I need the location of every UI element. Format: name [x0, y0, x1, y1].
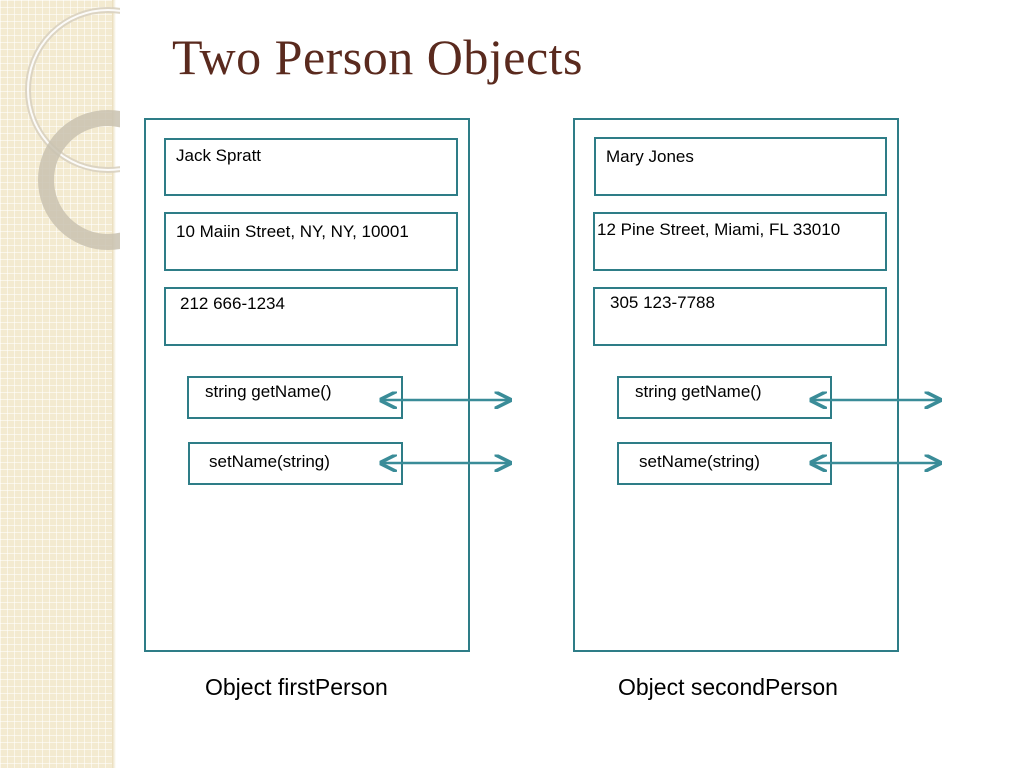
- field-name: Mary Jones: [594, 137, 887, 196]
- field-phone: 305 123-7788: [593, 287, 887, 346]
- object-caption: Object secondPerson: [618, 674, 838, 700]
- field-phone: 212 666-1234: [164, 287, 458, 346]
- method-set-name: setName(string): [617, 442, 832, 485]
- field-address: 10 Maiin Street, NY, NY, 10001: [164, 212, 458, 271]
- method-get-name: string getName(): [617, 376, 832, 419]
- method-get-name: string getName(): [187, 376, 403, 419]
- slide-title: Two Person Objects: [172, 29, 584, 85]
- field-name: Jack Spratt: [164, 138, 458, 196]
- decorative-sidebar: [0, 0, 112, 768]
- field-address: 12 Pine Street, Miami, FL 33010: [593, 212, 887, 271]
- object-caption: Object firstPerson: [205, 674, 388, 700]
- decorative-rings: [25, 7, 120, 250]
- method-set-name: setName(string): [188, 442, 403, 485]
- sidebar-edge: [112, 0, 116, 768]
